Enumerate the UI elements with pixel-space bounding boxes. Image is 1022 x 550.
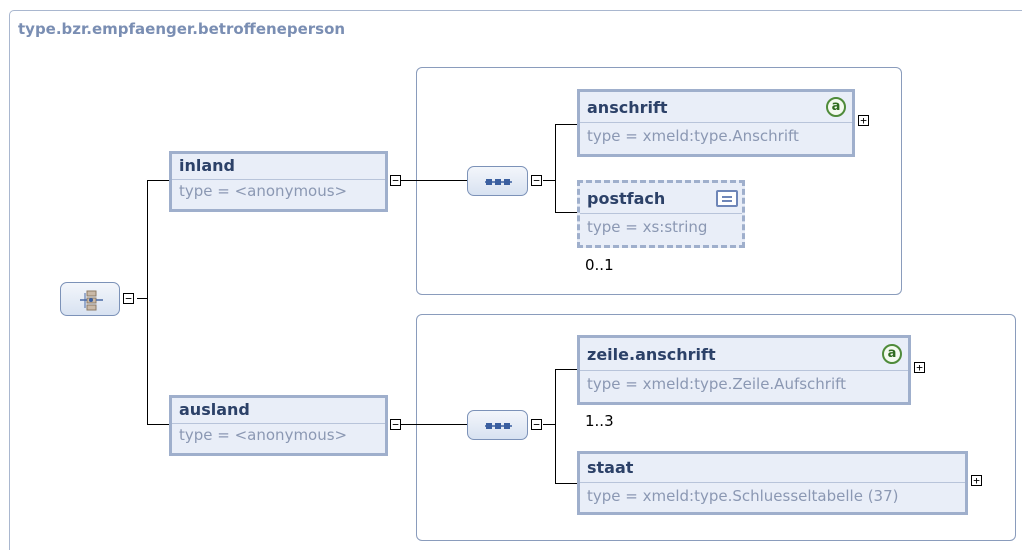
element-name: staat <box>587 458 634 477</box>
sequence-compositor[interactable] <box>467 166 528 196</box>
connector <box>543 424 555 425</box>
element-type: type = <anonymous> <box>179 182 348 200</box>
element-postfach[interactable]: postfach type = xs:string <box>577 180 745 248</box>
expand-toggle[interactable]: + <box>971 475 982 486</box>
divider <box>172 423 385 424</box>
element-anschrift[interactable]: anschrift a type = xmeld:type.Anschrift <box>577 89 855 157</box>
element-type: type = <anonymous> <box>179 426 348 444</box>
connector <box>543 180 555 181</box>
occurrence-label: 0..1 <box>585 256 614 274</box>
expand-toggle[interactable]: + <box>858 115 869 126</box>
collapse-toggle[interactable]: − <box>123 293 134 304</box>
sequence-icon <box>485 179 512 185</box>
element-name: anschrift <box>587 98 668 117</box>
element-type: type = xmeld:type.Zeile.Aufschrift <box>587 375 847 393</box>
element-type: type = xmeld:type.Schluesseltabelle (37) <box>587 487 899 505</box>
element-inland[interactable]: inland type = <anonymous> <box>169 151 388 212</box>
connector <box>555 124 556 213</box>
collapse-toggle[interactable]: − <box>531 419 542 430</box>
choice-compositor[interactable] <box>60 282 120 316</box>
sequence-compositor[interactable] <box>467 410 528 440</box>
diagram-frame <box>9 10 1022 550</box>
divider <box>580 370 908 371</box>
connector <box>401 424 467 425</box>
connector <box>555 483 577 484</box>
element-staat[interactable]: staat type = xmeld:type.Schluesseltabell… <box>577 451 968 515</box>
element-type: type = xs:string <box>587 218 708 236</box>
simple-type-icon <box>716 190 738 207</box>
diagram-title: type.bzr.empfaenger.betroffeneperson <box>18 20 346 38</box>
connector <box>147 424 169 425</box>
connector <box>147 180 148 425</box>
connector <box>555 212 577 213</box>
connector <box>147 180 169 181</box>
element-zeile-anschrift[interactable]: zeile.anschrift a type = xmeld:type.Zeil… <box>577 335 911 405</box>
attribute-icon: a <box>826 97 846 117</box>
connector <box>555 369 556 484</box>
element-name: inland <box>179 156 235 175</box>
divider <box>580 213 742 214</box>
element-ausland[interactable]: ausland type = <anonymous> <box>169 395 388 456</box>
collapse-toggle[interactable]: − <box>390 419 401 430</box>
expand-toggle[interactable]: + <box>914 362 925 373</box>
connector <box>401 180 467 181</box>
connector <box>137 298 147 299</box>
sequence-icon <box>485 423 512 429</box>
connector <box>555 124 577 125</box>
element-name: zeile.anschrift <box>587 345 716 364</box>
element-name: ausland <box>179 400 250 419</box>
element-name: postfach <box>587 189 666 208</box>
divider <box>172 179 385 180</box>
connector <box>555 369 577 370</box>
collapse-toggle[interactable]: − <box>531 175 542 186</box>
divider <box>580 122 852 123</box>
collapse-toggle[interactable]: − <box>390 175 401 186</box>
attribute-icon: a <box>882 344 902 364</box>
occurrence-label: 1..3 <box>585 412 614 430</box>
element-type: type = xmeld:type.Anschrift <box>587 127 799 145</box>
choice-icon <box>80 290 103 311</box>
divider <box>580 482 965 483</box>
